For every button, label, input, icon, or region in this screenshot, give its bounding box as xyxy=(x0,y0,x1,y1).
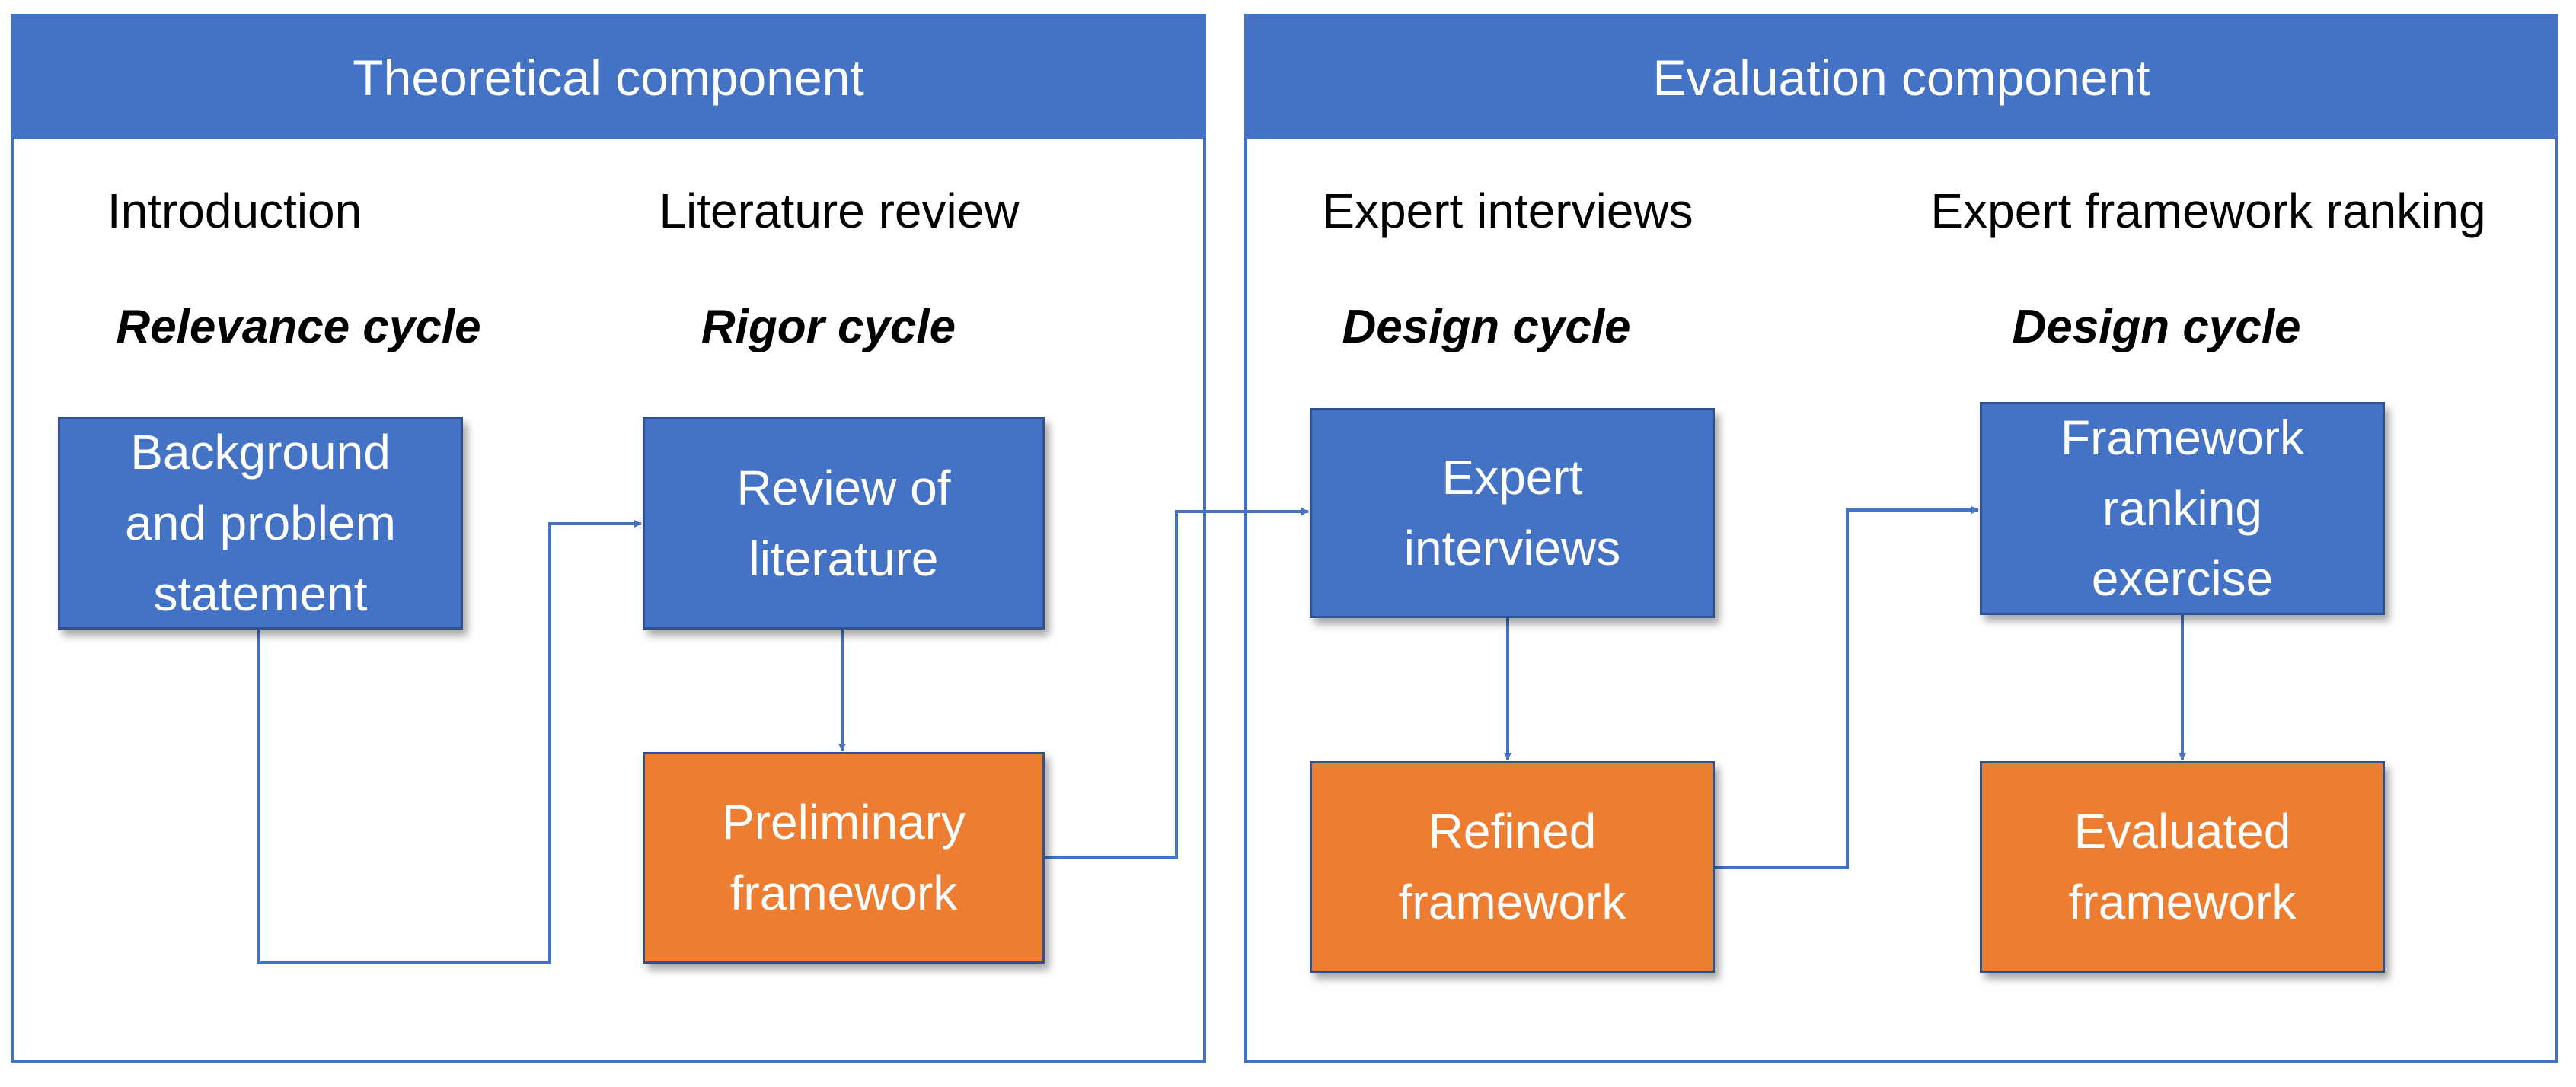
box-preliminary-framework: Preliminary framework xyxy=(643,752,1045,964)
stage-title-expert-interviews: Expert interviews xyxy=(1322,183,1693,238)
stage-title-introduction: Introduction xyxy=(107,183,362,238)
box-expert-interviews: Expert interviews xyxy=(1310,408,1715,618)
evaluation-component-header: Evaluation component xyxy=(1247,17,2555,139)
box-evaluated-framework: Evaluated framework xyxy=(1980,761,2385,973)
theoretical-component-header: Theoretical component xyxy=(14,17,1203,139)
cycle-label-relevance: Relevance cycle xyxy=(116,301,481,353)
cycle-label-rigor: Rigor cycle xyxy=(701,301,956,353)
box-review-of-literature: Review of literature xyxy=(643,417,1045,630)
box-framework-ranking-exercise: Framework ranking exercise xyxy=(1980,402,2385,615)
stage-title-literature-review: Literature review xyxy=(659,183,1020,238)
stage-title-expert-framework-ranking: Expert framework ranking xyxy=(1930,183,2486,238)
box-background-problem-statement: Background and problem statement xyxy=(58,417,463,630)
box-refined-framework: Refined framework xyxy=(1310,761,1715,973)
cycle-label-design-ranking: Design cycle xyxy=(2012,301,2301,353)
cycle-label-design-interviews: Design cycle xyxy=(1342,301,1631,353)
